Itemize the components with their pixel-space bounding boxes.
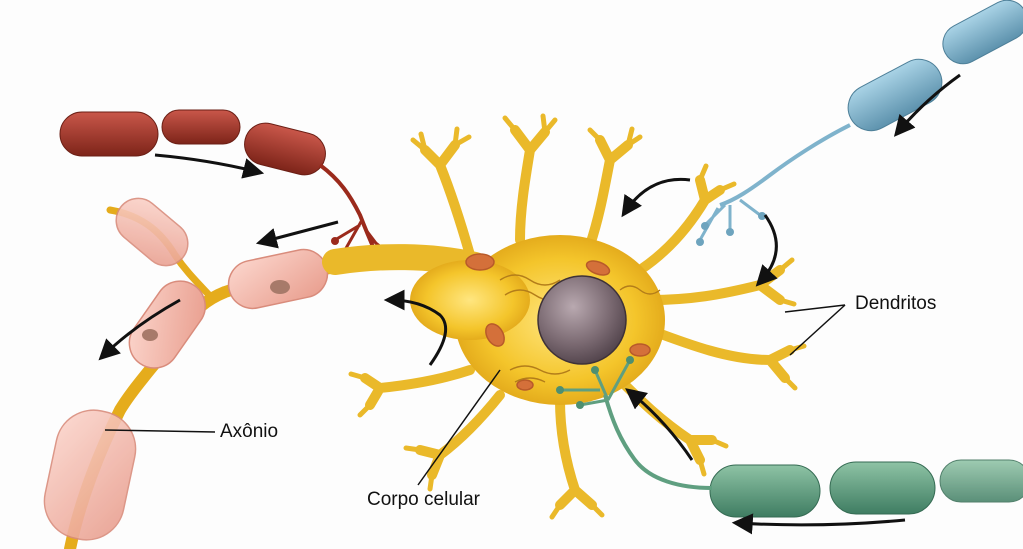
dendritos-label: Dendritos — [855, 293, 937, 314]
signal-direction-arrow — [731, 513, 906, 535]
nucleus — [537, 275, 627, 365]
signal-direction-arrow — [154, 153, 265, 179]
signal-direction-arrow — [625, 388, 694, 461]
red-presynaptic-axon — [59, 109, 404, 268]
endoplasmic-reticulum — [499, 274, 661, 383]
corpo-celular-label: Corpo celular — [367, 489, 480, 510]
signal-direction-arrow — [383, 289, 448, 366]
signal-direction-arrow — [621, 177, 691, 218]
green-presynaptic-axon — [556, 356, 1023, 518]
signal-direction-arrows — [98, 73, 961, 535]
signal-direction-arrow — [255, 220, 339, 249]
signal-direction-arrow — [98, 298, 181, 361]
signal-direction-arrow — [893, 73, 961, 137]
axonio-label: Axônio — [220, 421, 279, 442]
myelin-sheaths — [43, 197, 329, 541]
blue-presynaptic-axon — [696, 0, 1023, 246]
label-leader-lines — [104, 304, 846, 486]
signal-direction-arrow — [755, 214, 778, 287]
organelles — [465, 253, 651, 391]
